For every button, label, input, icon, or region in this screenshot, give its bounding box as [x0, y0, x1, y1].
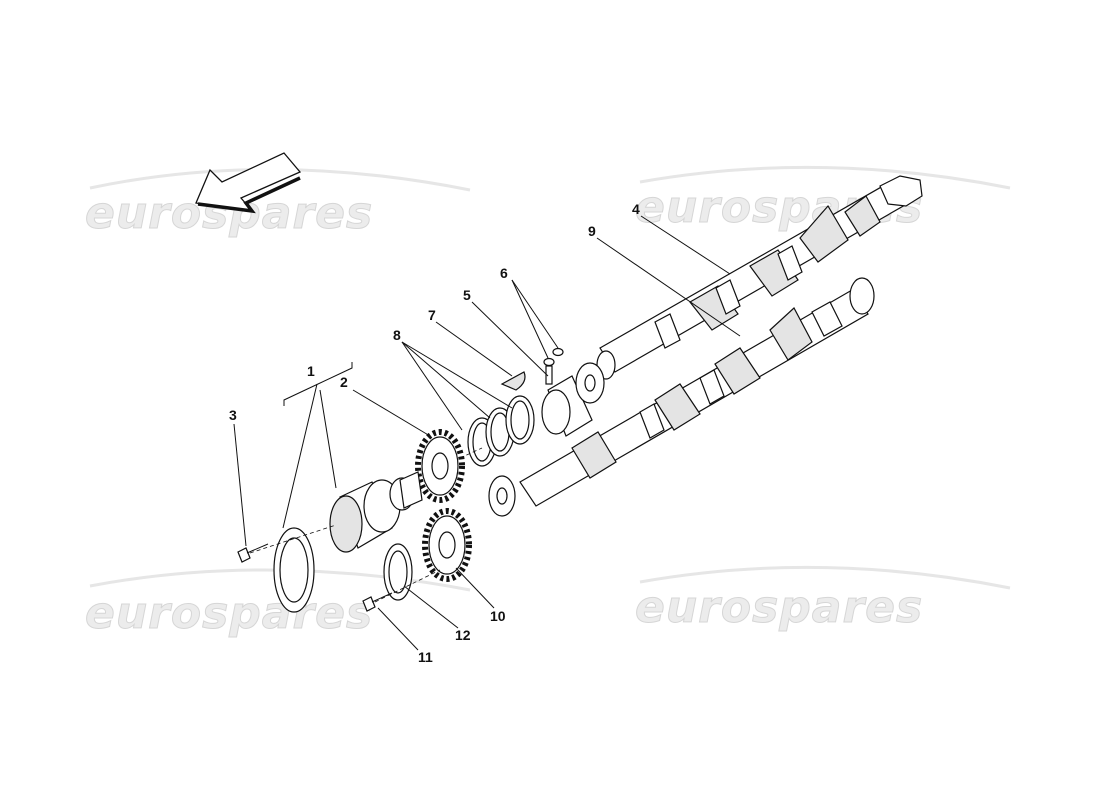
camshaft-lower: [488, 277, 875, 517]
callout-6: 6: [500, 265, 508, 281]
key-part: [500, 371, 526, 391]
variator-assembly: [329, 471, 423, 553]
seal-rings-part: [467, 395, 535, 467]
callout-8: 8: [393, 327, 401, 343]
callout-10: 10: [490, 608, 506, 624]
bolt-upper: [237, 543, 269, 563]
watermark-bottom-right: eurospares: [635, 582, 923, 633]
callout-3: 3: [229, 407, 237, 423]
bushing-assembly: [541, 362, 605, 437]
callout-12: 12: [455, 627, 471, 643]
callout-11: 11: [418, 649, 433, 665]
o-rings-part: [543, 347, 564, 385]
bolt-lower: [362, 592, 393, 612]
callout-4: 4: [632, 201, 640, 217]
callout-2: 2: [340, 374, 348, 390]
camshaft-upper: [596, 175, 923, 380]
watermark-bottom-left: eurospares: [85, 588, 373, 639]
callout-5: 5: [463, 287, 471, 303]
flange-plate: [273, 527, 315, 613]
leader-lines: [233, 215, 741, 651]
assembly-centerlines: [249, 447, 483, 603]
callout-7: 7: [428, 307, 436, 323]
washer-plate: [383, 543, 413, 601]
camshaft-lower-lobes: [571, 301, 843, 479]
camshaft-upper-lobes: [654, 195, 881, 349]
callout-labels: 1 2 3 4 5 6 7 8 9 10 11 12: [229, 201, 640, 665]
direction-arrow-icon: [195, 152, 302, 214]
gear-lower: [422, 508, 472, 582]
callout-1: 1: [307, 363, 315, 379]
callout-9: 9: [588, 223, 596, 239]
gear-upper: [415, 429, 465, 503]
